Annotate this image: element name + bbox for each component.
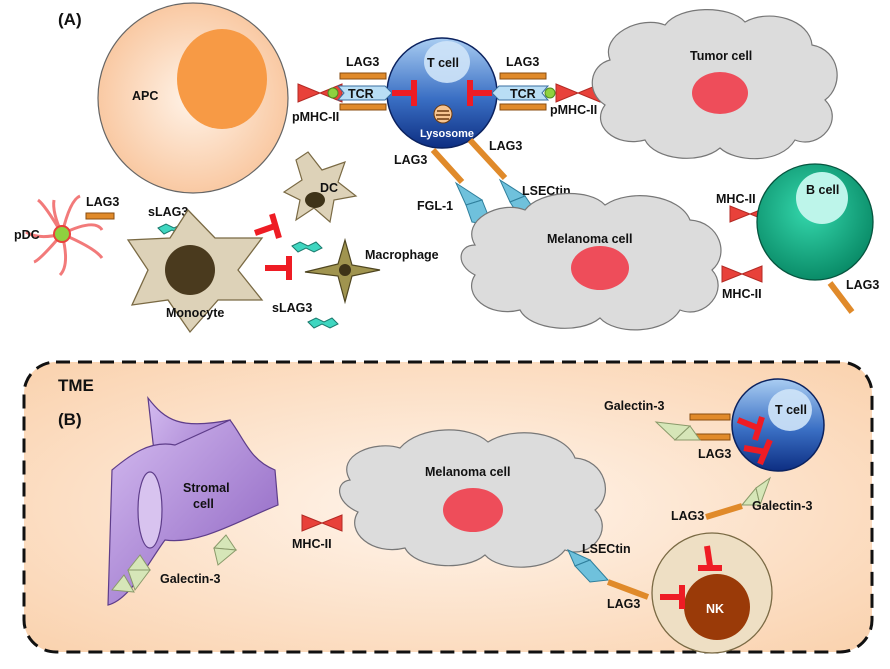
lag3-pdc-bar [85, 212, 115, 220]
nk-cell: NK [651, 532, 773, 654]
tcr-right-label: TCR [510, 87, 536, 101]
dc-label: DC [320, 181, 338, 195]
pdc-core [53, 225, 71, 243]
mhc-b-top-label: MHC-II [716, 192, 756, 206]
t-cell-a-label: T cell [427, 56, 459, 70]
lag3-fgl-label: LAG3 [394, 153, 427, 167]
tcr-left: TCR [336, 85, 393, 101]
dc-nucleus [305, 192, 325, 208]
nk-nucleus [684, 574, 750, 640]
inhibit-bars-tcell [392, 80, 492, 106]
macrophage-nucleus [339, 264, 351, 276]
lysosome-label: Lysosome [420, 128, 474, 140]
lsectin-b-label: LSECtin [582, 542, 631, 556]
melanoma-a-nucleus [571, 246, 629, 290]
lag3-b-bar [827, 281, 855, 314]
lysosome-icon [433, 104, 453, 124]
monocyte-cell: Monocyte [126, 208, 264, 334]
lag3-nk-bar [606, 579, 650, 600]
apc-nucleus [177, 29, 267, 129]
macrophage-label: Macrophage [365, 248, 439, 262]
tcr-left-label: TCR [348, 87, 374, 101]
inhibit-monocyte [254, 213, 292, 280]
tumor-cell: Tumor cell [591, 9, 838, 160]
lag3-b-label: LAG3 [846, 278, 879, 292]
lag3-apc: LAG3 [339, 55, 387, 111]
mhc-panel-b: MHC-II [292, 514, 343, 551]
melanoma-cell-a: Melanoma cell [460, 193, 722, 331]
galectin-stromal [111, 534, 238, 593]
mhc-panel-b-label: MHC-II [292, 537, 332, 551]
fgl1-label: FGL-1 [417, 199, 453, 213]
b-cell-label: B cell [806, 183, 839, 197]
pmhc-left-label: pMHC-II [292, 110, 339, 124]
dc-cell: DC [282, 151, 358, 224]
lag3-tumor: LAG3 [499, 55, 547, 111]
nk-label: NK [706, 602, 724, 616]
lsectin-ligand-b: LSECtin [567, 542, 631, 583]
slag3-mid-icon [291, 241, 323, 253]
galectin-tbottom-label: Galectin-3 [752, 499, 812, 513]
macrophage-cell: Macrophage [304, 237, 439, 305]
melanoma-cell-b: Melanoma cell [339, 429, 606, 568]
slag3-bottom-icon [307, 317, 339, 329]
fgl1-ligand: FGL-1 [417, 181, 493, 226]
galectin-tleft-label: Galectin-3 [604, 399, 664, 413]
lag3-tnk-bar [705, 503, 743, 520]
lag3-fgl-lsec: LAG3 LAG3 [394, 137, 522, 185]
mhc-b-bottom: MHC-II [721, 265, 763, 301]
galectin-stromal-label: Galectin-3 [160, 572, 220, 586]
lag3-apc-label: LAG3 [346, 55, 379, 69]
galectin-tleft [654, 421, 701, 441]
lag3-tnk-label: LAG3 [671, 509, 704, 523]
apc-cell: APC [97, 2, 289, 194]
apc-label: APC [132, 89, 158, 103]
inhibit-nk [660, 545, 722, 609]
t-cell-b-label: T cell [775, 403, 807, 417]
pdc-label: pDC [14, 228, 40, 242]
galectin-tbottom [740, 476, 772, 507]
tme-label: TME [58, 376, 94, 395]
lag3-t-b-label: LAG3 [698, 447, 731, 461]
monocyte-label: Monocyte [166, 306, 224, 320]
tcr-right: TCR [491, 85, 550, 101]
mhc-b-bottom-label: MHC-II [722, 287, 762, 301]
panel-a-label: (A) [58, 10, 82, 29]
melanoma-b-label: Melanoma cell [425, 465, 510, 479]
inhibit-tcell-b [736, 416, 773, 466]
melanoma-b-nucleus [443, 488, 503, 532]
lag3-tcell-b: LAG3 [689, 413, 731, 461]
stromal-label-2: cell [193, 497, 214, 511]
slag3-top-label: sLAG3 [148, 205, 188, 219]
lag3-pdc-label: LAG3 [86, 195, 119, 209]
panel-b-label: (B) [58, 410, 82, 429]
pmhc-right: pMHC-II [544, 83, 601, 117]
tumor-nucleus [692, 72, 748, 114]
lag3-tumor-label: LAG3 [506, 55, 539, 69]
monocyte-nucleus [165, 245, 215, 295]
tumor-cell-label: Tumor cell [690, 49, 752, 63]
lag3-nk-label: LAG3 [607, 597, 640, 611]
pmhc-left: pMHC-II [292, 83, 343, 124]
stromal-label: Stromal [183, 481, 230, 495]
pmhc-right-label: pMHC-II [550, 103, 597, 117]
melanoma-a-label: Melanoma cell [547, 232, 632, 246]
b-cell: B cell LAG3 [756, 163, 879, 314]
stromal-cell: Stromal cell [107, 395, 279, 606]
lag3-lsec-label: LAG3 [489, 139, 522, 153]
t-cell-a: T cell Lysosome [386, 37, 498, 149]
slag3-bottom-label: sLAG3 [272, 301, 312, 315]
